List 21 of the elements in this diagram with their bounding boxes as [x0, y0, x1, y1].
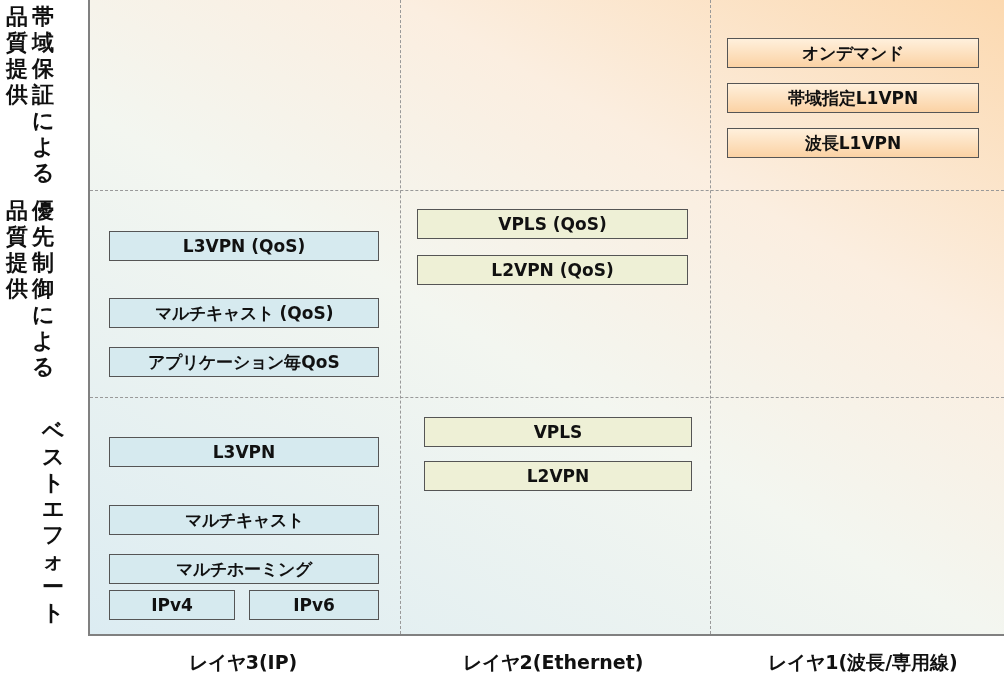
service-box: L3VPN	[109, 437, 379, 467]
service-box: マルチキャスト (QoS)	[109, 298, 379, 328]
service-box: VPLS	[424, 417, 692, 447]
service-box: IPv4	[109, 590, 235, 620]
service-box: 帯域指定L1VPN	[727, 83, 979, 113]
service-box: マルチホーミング	[109, 554, 379, 584]
row-heading: ベストエフォート	[40, 418, 66, 626]
service-box: IPv6	[249, 590, 379, 620]
service-box: アプリケーション毎QoS	[109, 347, 379, 377]
service-box: L2VPN	[424, 461, 692, 491]
column-heading: レイヤ3(IP)	[187, 650, 299, 675]
service-box: マルチキャスト	[109, 505, 379, 535]
column-heading: レイヤ1(波長/専用線)	[767, 650, 959, 675]
service-box: L3VPN (QoS)	[109, 231, 379, 261]
service-box: VPLS (QoS)	[417, 209, 688, 239]
row-heading: 優先制御による品質提供	[4, 198, 56, 380]
service-box: 波長L1VPN	[727, 128, 979, 158]
service-box: オンデマンド	[727, 38, 979, 68]
column-heading: レイヤ2(Ethernet)	[461, 650, 645, 675]
row-heading: 帯域保証による品質提供	[4, 4, 56, 186]
service-box: L2VPN (QoS)	[417, 255, 688, 285]
